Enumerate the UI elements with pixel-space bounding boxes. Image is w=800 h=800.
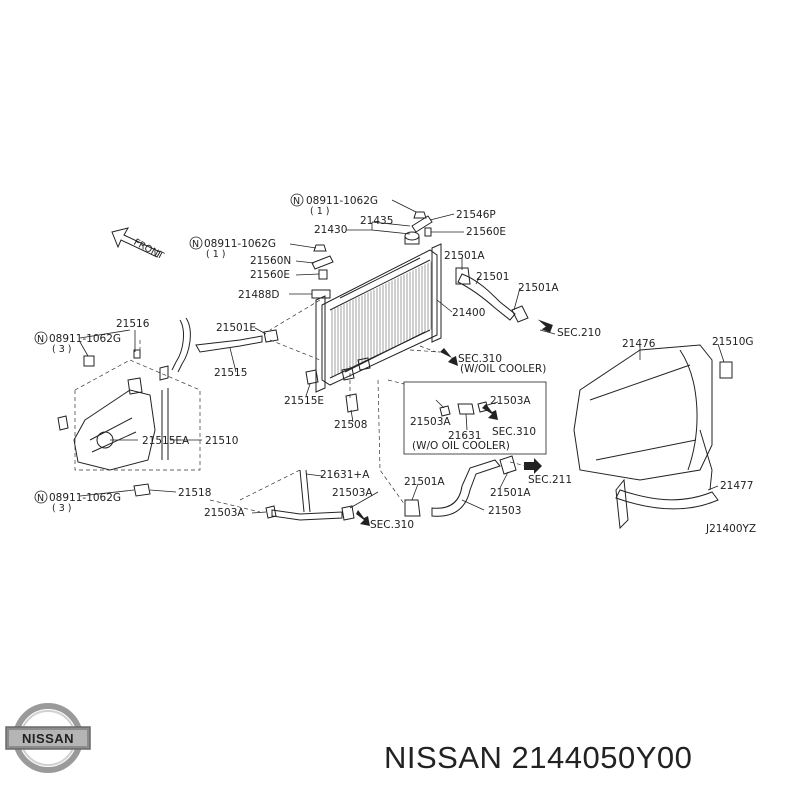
label-sec310-box: SEC.310 [492,426,536,438]
label-bolt-mid: 08911-1062G [204,238,276,250]
overflow-hose [195,329,319,385]
front-arrow: FRONT [111,227,166,262]
label-21503: 21503 [488,505,521,517]
label-21400: 21400 [452,307,485,319]
logo-text: NISSAN [22,731,74,746]
label-21518: 21518 [178,487,211,499]
lower-hose [404,455,542,517]
label-with-oil-cooler: (W/OIL COOLER) [460,363,546,375]
label-qty-top: ( 1 ) [310,206,330,217]
label-21560e-top: 21560E [466,226,506,238]
label-sec310-low: SEC.310 [370,519,414,531]
label-sec210: SEC.210 [557,327,601,339]
label-sec310-top: SEC.310 [458,353,502,365]
label-21430: 21430 [314,224,347,236]
label-21503a-low: 21503A [332,487,373,499]
radiator-fins [331,261,432,378]
label-bolt-left: 08911-1062G [49,333,121,345]
label-qty-bottom: ( 3 ) [52,503,72,514]
label-21560e-mid: 21560E [250,269,290,281]
label-21560n: 21560N [250,255,291,267]
label-21631: 21631 [448,430,481,442]
nut-marker-bottom: N [34,490,48,504]
label-21501: 21501 [476,271,509,283]
part-labels: 08911-1062G ( 1 ) 21546P 21435 21430 215… [49,195,756,535]
label-21503a-left: 21503A [204,507,245,519]
label-21515e: 21515E [284,395,324,407]
label-21508: 21508 [334,419,367,431]
box-hardware [439,401,489,417]
label-21476: 21476 [622,338,656,350]
label-21546p: 21546P [456,209,496,221]
label-21501a-a: 21501A [444,250,485,262]
label-21501e: 21501E [216,322,256,334]
label-21501a-b: 21501A [518,282,559,294]
nut-marker-top: N [290,193,304,207]
leader-lines [79,199,725,514]
fan-shroud [573,344,733,530]
svg-text:N: N [37,493,44,504]
label-21503a-l: 21503A [410,416,451,428]
front-label: FRONT [132,237,166,262]
page-title: NISSAN 2144050Y00 [384,740,692,776]
label-21435: 21435 [360,215,393,227]
label-21503a-r: 21503A [490,395,531,407]
oil-cooler-hose [265,469,370,526]
label-wo-oil-cooler: (W/O OIL COOLER) [412,440,510,452]
nut-marker-mid: N [189,236,203,250]
label-bolt-bottom: 08911-1062G [49,492,121,504]
title-part-number: 2144050Y00 [511,740,693,775]
sec310-top-arrow [440,348,458,366]
label-qty-left: ( 3 ) [52,344,72,355]
label-21516: 21516 [116,318,150,330]
label-21501a-c: 21501A [404,476,445,488]
misc-parts [341,357,371,413]
label-21631a: 21631+A [320,469,370,481]
upper-hose [455,267,553,333]
label-sec211: SEC.211 [528,474,572,486]
label-21510: 21510 [205,435,238,447]
nissan-logo: NISSAN [5,703,91,773]
label-21515: 21515 [214,367,247,379]
label-qty-mid: ( 1 ) [206,249,226,260]
svg-text:N: N [293,196,300,207]
assembly-dashed-lines [74,299,527,513]
title-brand: NISSAN [384,740,503,775]
label-21510g: 21510G [712,336,754,348]
label-21515ea: 21515EA [142,435,190,447]
svg-text:N: N [192,239,199,250]
svg-text:N: N [37,334,44,345]
sec310-box-arrow [482,404,498,420]
wo-oil-cooler-box [403,381,547,455]
label-21488d: 21488D [238,289,280,301]
lower-shroud [615,429,719,510]
label-bolt-top: 08911-1062G [306,195,378,207]
label-21477: 21477 [720,480,753,492]
label-21501a-d: 21501A [490,487,531,499]
nut-marker-left: N [34,331,48,345]
radiator-core [315,231,442,393]
label-ref-code: J21400YZ [705,523,756,535]
